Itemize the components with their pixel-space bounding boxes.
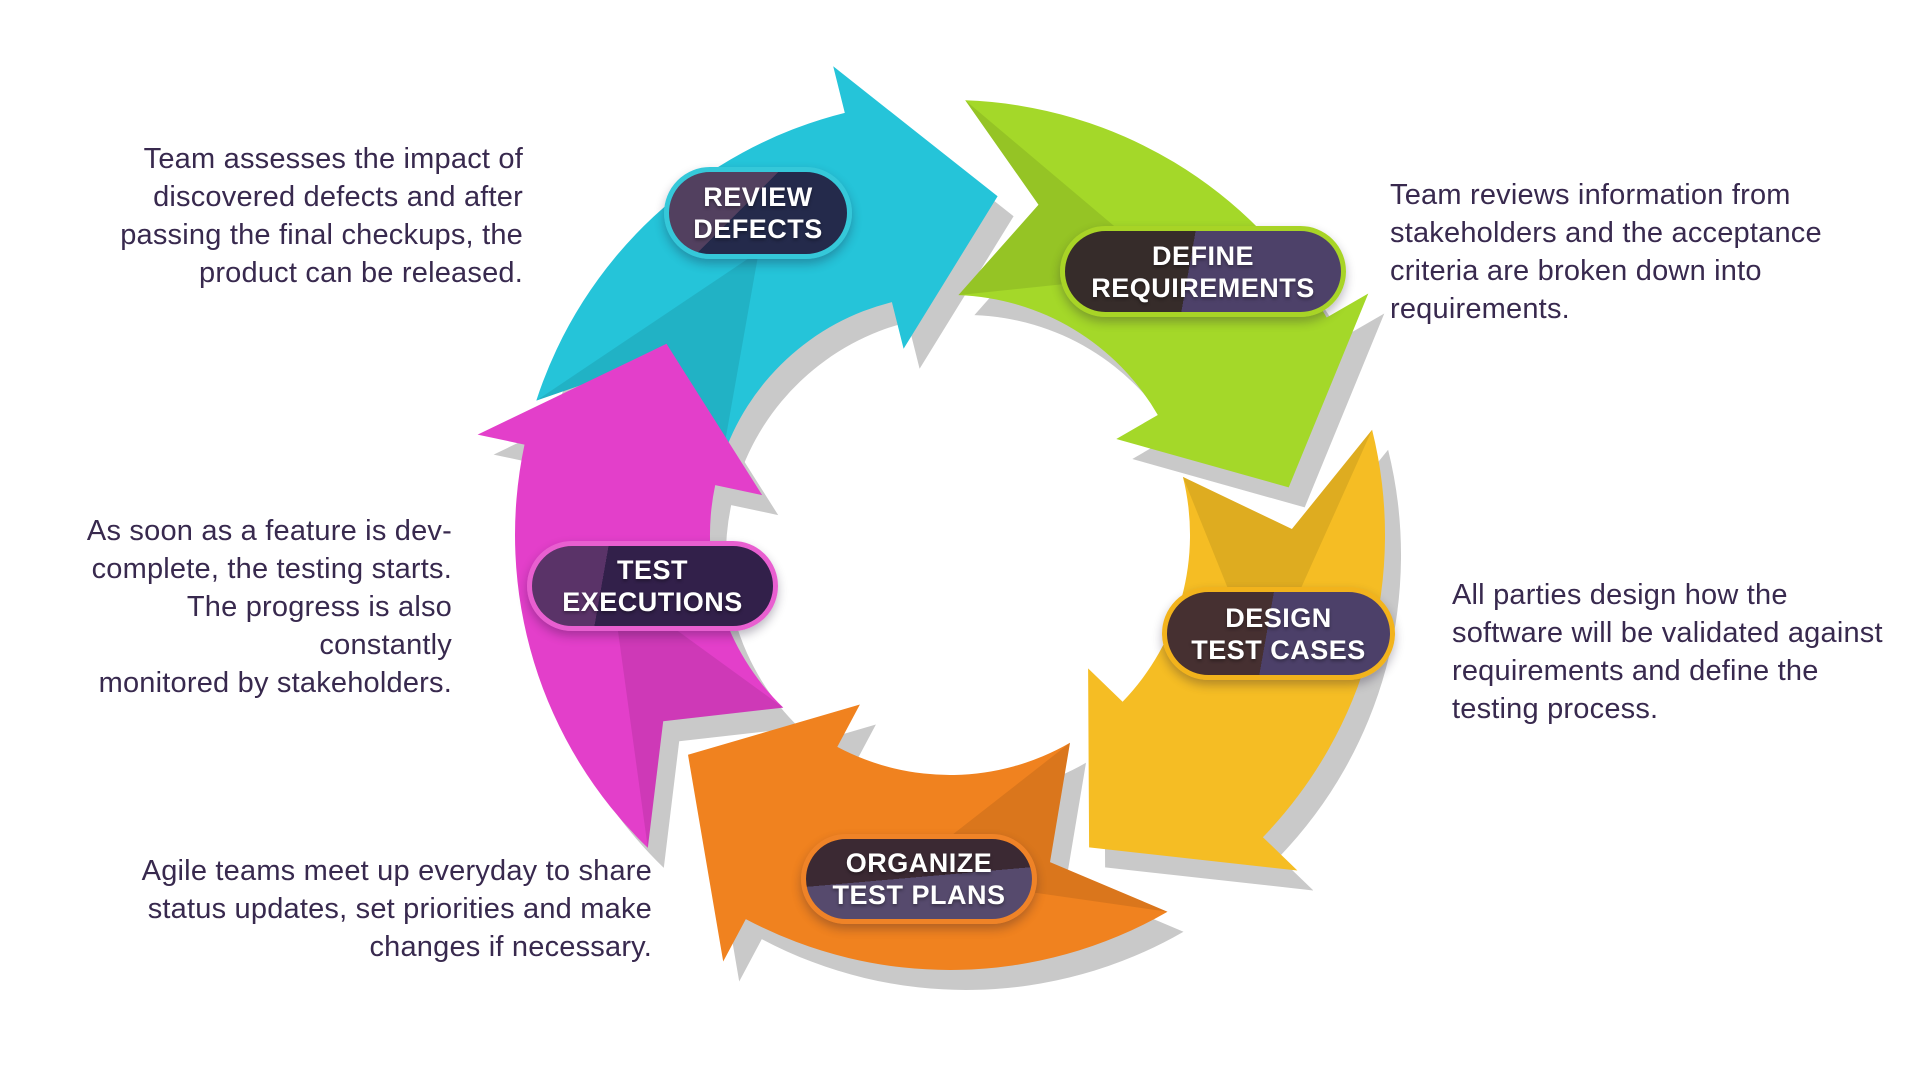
cycle-arrow-facet-test-executions — [611, 582, 784, 848]
step-description-define-requirements: Team reviews information from stakeholde… — [1390, 179, 1822, 325]
step-pill-review-defects: REVIEW DEFECTS — [664, 167, 852, 259]
step-pill-design-test-cases: DESIGN TEST CASES — [1162, 587, 1395, 680]
step-description-test-executions: As soon as a feature is dev- complete, t… — [86, 515, 452, 699]
step-label-review-defects: REVIEW DEFECTS — [693, 182, 823, 244]
step-description-review-defects: Team assesses the impact of discovered d… — [120, 143, 523, 289]
step-label-organize-test-plans: ORGANIZE TEST PLANS — [832, 848, 1006, 910]
step-description-organize-test-plans: Agile teams meet up everyday to share st… — [141, 855, 652, 963]
step-description-design-test-cases: All parties design how the software will… — [1452, 579, 1883, 725]
step-label-test-executions: TEST EXECUTIONS — [562, 555, 743, 617]
step-pill-define-requirements: DEFINE REQUIREMENTS — [1060, 226, 1346, 317]
cycle-arrow-facet-design-test-cases — [1182, 429, 1373, 675]
step-label-define-requirements: DEFINE REQUIREMENTS — [1091, 240, 1315, 303]
step-pill-organize-test-plans: ORGANIZE TEST PLANS — [801, 834, 1037, 924]
step-label-design-test-cases: DESIGN TEST CASES — [1191, 602, 1366, 665]
cycle-arrow-review-defects — [536, 66, 998, 461]
step-pill-test-executions: TEST EXECUTIONS — [527, 541, 778, 631]
